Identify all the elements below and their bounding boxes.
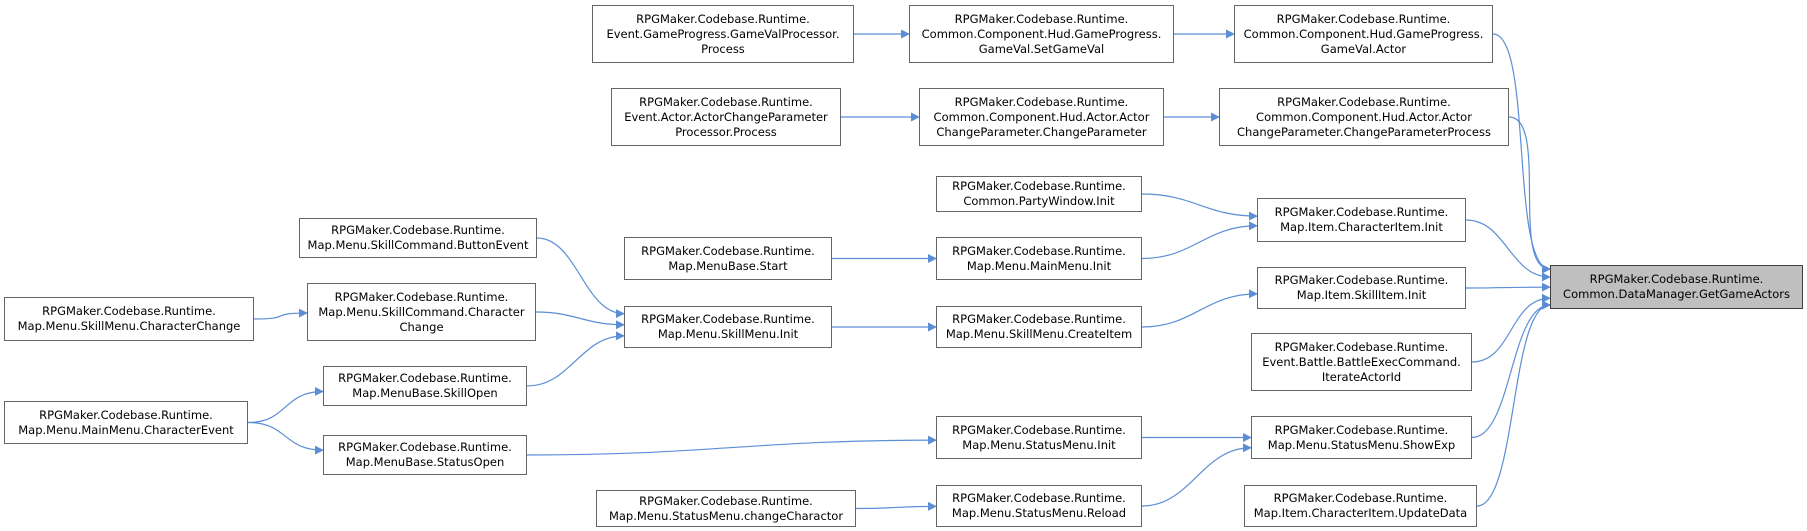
node-target[interactable]: RPGMaker.Codebase.Runtime. Common.DataMa…	[1550, 265, 1803, 309]
node-label: RPGMaker.Codebase.Runtime. Common.Compon…	[933, 94, 1150, 139]
node-mainmenu-charevent[interactable]: RPGMaker.Codebase.Runtime. Map.Menu.Main…	[4, 401, 248, 444]
node-label: RPGMaker.Codebase.Runtime. Map.Menu.Skil…	[17, 304, 241, 333]
edge-mainmenu-charevent-to-menubase-skillopen	[247, 386, 324, 424]
node-label: RPGMaker.Codebase.Runtime. Map.Item.Char…	[1274, 205, 1449, 234]
node-label: RPGMaker.Codebase.Runtime. Common.DataMa…	[1563, 272, 1790, 301]
node-status-showexp[interactable]: RPGMaker.Codebase.Runtime. Map.Menu.Stat…	[1251, 416, 1472, 459]
node-gv-actor[interactable]: RPGMaker.Codebase.Runtime. Common.Compon…	[1234, 5, 1493, 63]
node-skillcmd-btn[interactable]: RPGMaker.Codebase.Runtime. Map.Menu.Skil…	[299, 218, 537, 258]
node-label: RPGMaker.Codebase.Runtime. Map.Menu.Skil…	[307, 223, 529, 252]
node-chi-init[interactable]: RPGMaker.Codebase.Runtime. Map.Item.Char…	[1257, 198, 1466, 242]
node-acp-proc[interactable]: RPGMaker.Codebase.Runtime. Common.Compon…	[1219, 88, 1509, 146]
node-menubase-start[interactable]: RPGMaker.Codebase.Runtime. Map.MenuBase.…	[624, 237, 832, 280]
edge-menubase-statusopen-to-status-init	[526, 435, 937, 456]
node-label: RPGMaker.Codebase.Runtime. Common.Compon…	[921, 11, 1162, 56]
node-battle-iter[interactable]: RPGMaker.Codebase.Runtime. Event.Battle.…	[1251, 333, 1472, 391]
edge-mainmenu-charevent-to-menubase-statusopen	[247, 421, 324, 455]
node-label: RPGMaker.Codebase.Runtime. Map.Menu.Stat…	[952, 422, 1126, 452]
edge-status-showexp-to-target	[1471, 300, 1551, 439]
node-mainmenu-init[interactable]: RPGMaker.Codebase.Runtime. Map.Menu.Main…	[936, 237, 1142, 280]
node-skillmenu-create[interactable]: RPGMaker.Codebase.Runtime. Map.Menu.Skil…	[936, 306, 1142, 348]
edge-mainmenu-init-to-chi-init	[1141, 221, 1258, 260]
edge-skillcmd-char-to-skillmenu-init	[535, 311, 625, 330]
edge-chi-update-to-target	[1476, 300, 1551, 507]
node-label: RPGMaker.Codebase.Runtime. Event.Battle.…	[1262, 339, 1461, 384]
node-label: RPGMaker.Codebase.Runtime. Map.Menu.Skil…	[641, 312, 815, 341]
node-label: RPGMaker.Codebase.Runtime. Common.Compon…	[1237, 94, 1491, 139]
node-label: RPGMaker.Codebase.Runtime. Map.MenuBase.…	[338, 371, 512, 400]
node-gv-set[interactable]: RPGMaker.Codebase.Runtime. Common.Compon…	[909, 5, 1174, 63]
node-skillmenu-charchange[interactable]: RPGMaker.Codebase.Runtime. Map.Menu.Skil…	[4, 297, 254, 341]
node-menubase-skillopen[interactable]: RPGMaker.Codebase.Runtime. Map.MenuBase.…	[323, 366, 527, 406]
edge-status-reload-to-status-showexp	[1141, 443, 1252, 507]
node-label: RPGMaker.Codebase.Runtime. Common.Compon…	[1243, 11, 1484, 56]
node-label: RPGMaker.Codebase.Runtime. Map.Menu.Stat…	[1267, 422, 1456, 452]
node-label: RPGMaker.Codebase.Runtime. Map.Menu.Main…	[952, 243, 1126, 273]
node-menubase-statusopen[interactable]: RPGMaker.Codebase.Runtime. Map.MenuBase.…	[323, 435, 527, 475]
node-skillmenu-init[interactable]: RPGMaker.Codebase.Runtime. Map.Menu.Skil…	[624, 306, 832, 348]
edge-acp-proc-to-target	[1508, 116, 1551, 274]
edge-party-init-to-chi-init	[1141, 193, 1258, 221]
node-acp-change[interactable]: RPGMaker.Codebase.Runtime. Common.Compon…	[919, 88, 1164, 146]
edge-battle-iter-to-target	[1471, 293, 1551, 363]
node-skillitem-init[interactable]: RPGMaker.Codebase.Runtime. Map.Item.Skil…	[1257, 267, 1466, 309]
node-status-changechar[interactable]: RPGMaker.Codebase.Runtime. Map.Menu.Stat…	[596, 490, 856, 527]
edge-gv-actor-to-target	[1492, 33, 1551, 274]
node-skillcmd-char[interactable]: RPGMaker.Codebase.Runtime. Map.Menu.Skil…	[307, 283, 536, 341]
edge-skillcmd-btn-to-skillmenu-init	[536, 237, 625, 319]
node-label: RPGMaker.Codebase.Runtime. Map.Menu.Main…	[18, 407, 234, 437]
node-chi-update[interactable]: RPGMaker.Codebase.Runtime. Map.Item.Char…	[1244, 485, 1477, 527]
node-party-init[interactable]: RPGMaker.Codebase.Runtime. Common.PartyW…	[936, 176, 1142, 212]
node-label: RPGMaker.Codebase.Runtime. Event.Actor.A…	[624, 94, 828, 139]
node-label: RPGMaker.Codebase.Runtime. Map.Menu.Skil…	[945, 312, 1133, 341]
edge-skillmenu-create-to-skillitem-init	[1141, 289, 1258, 328]
node-label: RPGMaker.Codebase.Runtime. Map.Menu.Stat…	[951, 491, 1127, 520]
edge-skillmenu-charchange-to-skillcmd-char	[253, 308, 308, 320]
node-label: RPGMaker.Codebase.Runtime. Map.Item.Skil…	[1274, 273, 1449, 302]
node-label: RPGMaker.Codebase.Runtime. Map.Item.Char…	[1253, 491, 1468, 520]
node-label: RPGMaker.Codebase.Runtime. Common.PartyW…	[952, 179, 1126, 208]
edge-menubase-skillopen-to-skillmenu-init	[526, 331, 625, 387]
node-label: RPGMaker.Codebase.Runtime. Map.Menu.Skil…	[318, 289, 525, 334]
node-label: RPGMaker.Codebase.Runtime. Map.Menu.Stat…	[608, 493, 844, 523]
node-status-init[interactable]: RPGMaker.Codebase.Runtime. Map.Menu.Stat…	[936, 416, 1142, 459]
node-label: RPGMaker.Codebase.Runtime. Map.MenuBase.…	[338, 440, 512, 469]
edge-skillitem-init-to-target	[1465, 282, 1551, 292]
node-gv-proc[interactable]: RPGMaker.Codebase.Runtime. Event.GamePro…	[592, 5, 854, 63]
node-label: RPGMaker.Codebase.Runtime. Map.MenuBase.…	[641, 243, 815, 273]
node-acp-ev[interactable]: RPGMaker.Codebase.Runtime. Event.Actor.A…	[611, 88, 841, 146]
edge-chi-init-to-target	[1465, 219, 1551, 282]
node-label: RPGMaker.Codebase.Runtime. Event.GamePro…	[606, 11, 840, 56]
node-status-reload[interactable]: RPGMaker.Codebase.Runtime. Map.Menu.Stat…	[936, 485, 1142, 527]
edge-status-changechar-to-status-reload	[855, 501, 937, 511]
